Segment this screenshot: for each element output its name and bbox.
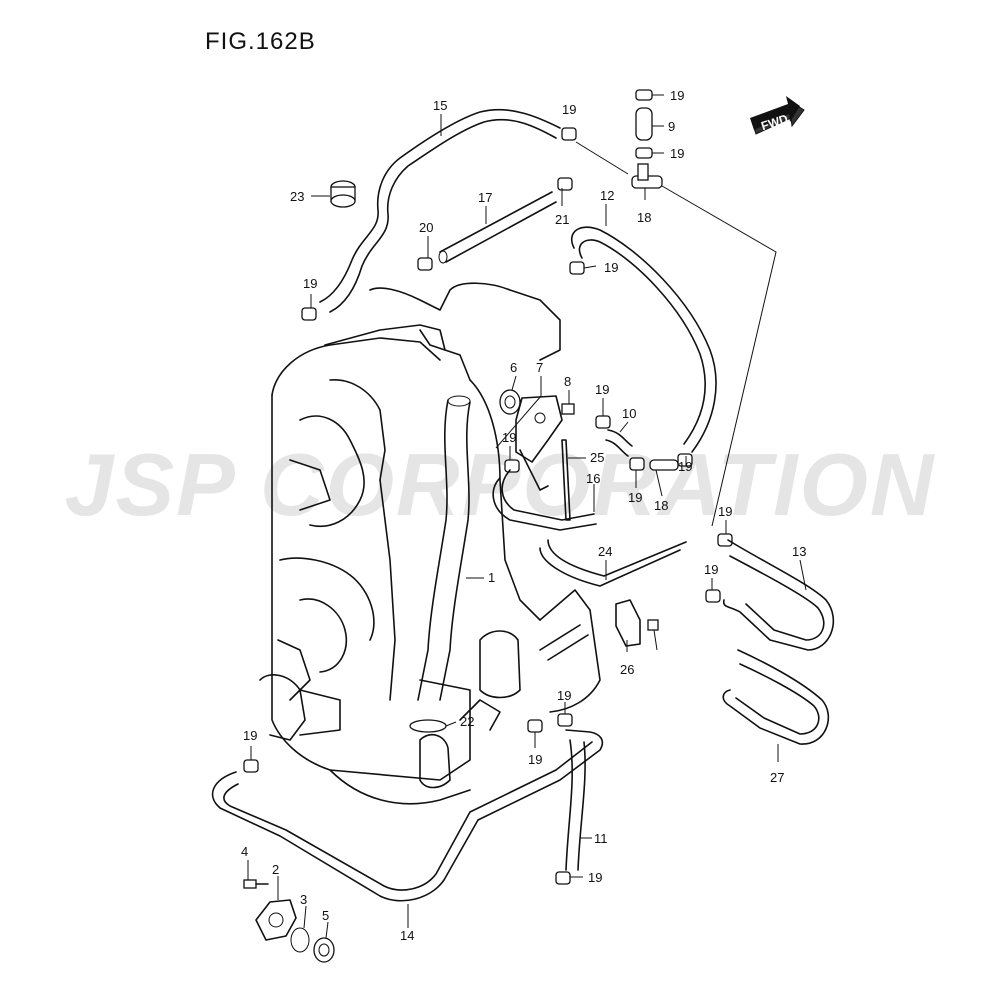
callout-19: 19: [604, 260, 618, 275]
callout-1: 1: [488, 570, 495, 585]
callout-3: 3: [300, 892, 307, 907]
bracket-24: [561, 439, 571, 521]
callout-19: 19: [557, 688, 571, 703]
callout-19: 19: [670, 88, 684, 103]
hose-13: [722, 539, 835, 651]
callout-15: 15: [433, 98, 447, 113]
callout-19: 19: [718, 504, 732, 519]
figure-title: FIG.162B: [205, 28, 316, 55]
callout-26: 27: [770, 770, 784, 785]
hose-11: [565, 739, 586, 871]
callout-23: 24: [598, 544, 612, 559]
callout-18: 18: [654, 498, 668, 513]
callout-18: 18: [637, 210, 651, 225]
callout-16: 16: [586, 471, 600, 486]
callout-5: 5: [322, 908, 329, 923]
engine-block: [259, 282, 601, 805]
callout-4: 4: [241, 844, 248, 859]
callout-19: 19: [502, 430, 516, 445]
hose-15: [319, 108, 561, 313]
fwd-arrow-icon: FWD: [750, 96, 805, 135]
hose-26: [722, 649, 830, 745]
thermostat-6: [499, 389, 521, 415]
hose-23: [539, 539, 687, 587]
callout-24: 25: [590, 450, 604, 465]
callout-12: 12: [600, 188, 614, 203]
callout-19: 19: [562, 102, 576, 117]
zinc-anode-5: [313, 937, 335, 963]
callout-19: 19: [678, 459, 692, 474]
hose-clamps: [243, 89, 733, 885]
callout-22: 23: [290, 189, 304, 204]
bolt-4: [243, 879, 269, 889]
callout-19: 19: [528, 752, 542, 767]
callout-9: 9: [668, 119, 675, 134]
callout-labels: 15 19 19 9 19 23 17 12 18 21 20 19 19 6 …: [241, 88, 806, 943]
hose-16: [492, 469, 597, 531]
bracket-25: [615, 599, 659, 647]
callout-21: 22: [460, 714, 474, 729]
callout-8: 8: [564, 374, 571, 389]
callout-19: 19: [243, 728, 257, 743]
callout-7: 7: [536, 360, 543, 375]
clamp-21: [409, 719, 447, 733]
callout-2: 2: [272, 862, 279, 877]
leader-lines: [247, 94, 807, 939]
callout-20: 21: [555, 212, 569, 227]
callout-19: 19: [303, 276, 317, 291]
bolt-8: [561, 403, 575, 415]
callout-14: 14: [400, 928, 414, 943]
callout-11: 11: [594, 831, 608, 846]
callout-20: 20: [419, 220, 433, 235]
callout-19: 19: [595, 382, 609, 397]
callout-19: 19: [704, 562, 718, 577]
callout-25: 26: [620, 662, 634, 677]
thermostat-cover-7: [515, 395, 563, 491]
hose-1: [417, 395, 471, 701]
hose-17: [438, 191, 557, 264]
hose-14: [211, 729, 604, 902]
o-ring-3: [290, 927, 310, 953]
callout-10: 10: [622, 406, 636, 421]
hose-12: [571, 226, 717, 453]
callout-19: 19: [588, 870, 602, 885]
callout-6: 6: [510, 360, 517, 375]
callout-17: 17: [478, 190, 492, 205]
callout-13: 13: [792, 544, 806, 559]
grommet-22: [330, 180, 356, 208]
callout-19: 19: [670, 146, 684, 161]
callout-19: 19: [628, 490, 642, 505]
tube-9: [635, 107, 653, 141]
cover-2: [255, 899, 297, 941]
tee-18-top: [631, 163, 663, 189]
hose-10: [605, 429, 679, 471]
